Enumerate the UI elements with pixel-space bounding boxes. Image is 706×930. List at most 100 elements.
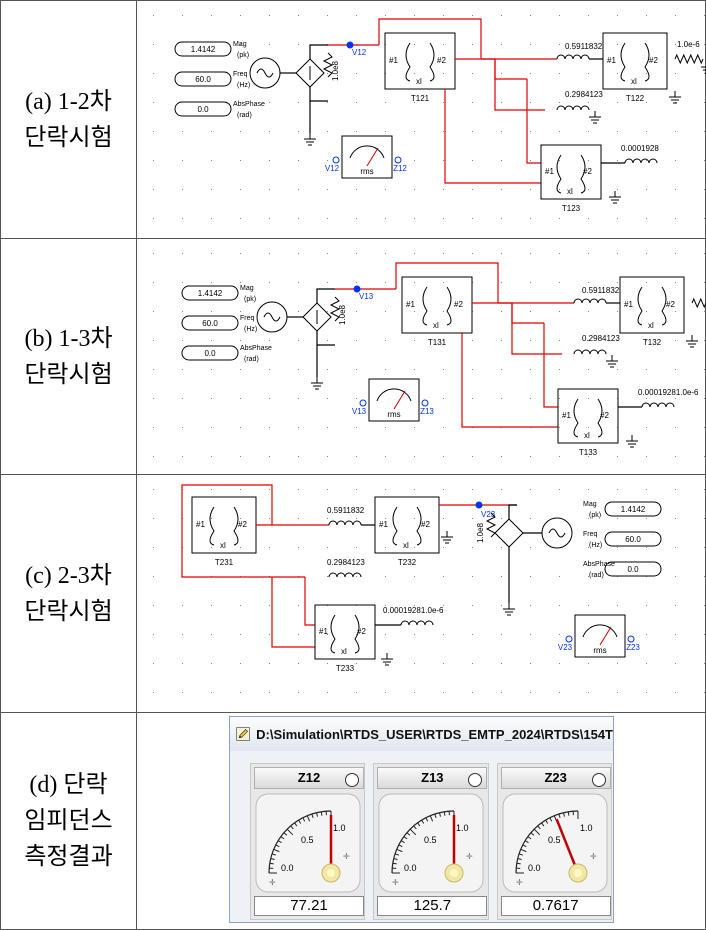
winding-2-label: #2	[583, 167, 592, 176]
reactance-label-2: 0.2984123	[327, 558, 365, 567]
leakage-label: xl	[341, 647, 347, 656]
meter-arc	[349, 145, 385, 159]
wire	[271, 577, 315, 648]
runtime-meter-panel: D:\Simulation\RTDS_USER\RTDS_EMTP_2024\R…	[229, 716, 614, 923]
winding-2-icon	[233, 506, 239, 546]
wire	[543, 323, 558, 408]
param-unit: (rad)	[237, 112, 252, 119]
scale-label-0: 0.0	[404, 863, 417, 873]
shunt-resistor-icon	[485, 512, 497, 538]
winding-1-label: #1	[406, 300, 415, 309]
winding-2-icon	[580, 154, 586, 194]
row-label-c: (c) 2-3차 단락시험	[0, 474, 137, 713]
param-capsule	[181, 285, 239, 301]
reactance-label-2: 0.2984123	[565, 90, 603, 99]
reactance-label-1: 0.5911832	[582, 286, 620, 295]
meter-option-button[interactable]	[345, 773, 359, 787]
resistor-icon	[691, 297, 706, 309]
panel-titlebar: D:\Simulation\RTDS_USER\RTDS_EMTP_2024\R…	[230, 717, 613, 751]
param-name: AbsPhase	[240, 345, 272, 352]
scale-label-1: 1.0	[456, 823, 469, 833]
param-capsule	[174, 101, 232, 117]
param-capsule	[604, 501, 662, 517]
param-capsule	[181, 315, 239, 331]
row-label-a-line1: (a) 1-2차	[25, 88, 112, 115]
meter-left-label: V13	[352, 407, 367, 416]
needle-hub-center	[450, 869, 459, 877]
wire	[526, 79, 541, 164]
plus-icon: ✛	[269, 878, 276, 887]
row-label-b-line2: 단락시험	[24, 361, 113, 388]
transformer-label: T232	[398, 558, 417, 567]
row-label-c-line2: 단락시험	[24, 598, 113, 625]
meter-terminal	[332, 156, 340, 164]
resistor-icon	[674, 53, 704, 65]
transformer-label: T233	[336, 664, 355, 673]
meter-option-button[interactable]	[468, 773, 483, 787]
plus-icon: ✛	[516, 878, 523, 887]
leakage-label: xl	[648, 321, 654, 330]
transformer-box	[557, 388, 619, 444]
row-label-d-line2: 임피던스	[24, 808, 113, 834]
param-unit: (pk)	[244, 296, 256, 303]
meter-option-button[interactable]	[591, 773, 606, 787]
meter-right-label: Z23	[626, 643, 640, 652]
param-value: 1.4142	[191, 45, 216, 54]
meter-needle	[555, 818, 579, 874]
transformer-label: T123	[562, 204, 581, 213]
wire	[181, 484, 273, 525]
winding-2-label: #2	[600, 411, 609, 420]
meter-terminal	[421, 399, 429, 407]
meter-needle	[366, 147, 379, 167]
grid-dots	[153, 253, 705, 457]
pencil-icon[interactable]	[236, 723, 250, 745]
row-label-c-line1: (c) 2-3차	[25, 562, 112, 589]
param-unit: (Hz)	[244, 326, 257, 333]
transformer-box	[314, 604, 376, 660]
param-unit: (Hz)	[237, 82, 250, 89]
scale-label-05: 0.5	[548, 835, 561, 845]
row-label-d-line3: 측정결과	[24, 844, 113, 870]
wire	[444, 89, 541, 184]
param-name: Mag	[240, 285, 254, 292]
winding-1-label: #1	[624, 300, 633, 309]
winding-2-icon	[416, 506, 422, 546]
meter-title: Z23	[500, 767, 611, 789]
winding-1-label: #1	[319, 627, 328, 636]
param-name: Freq	[233, 71, 248, 78]
param-capsule	[181, 345, 239, 361]
controlled-source-icon	[494, 518, 524, 548]
meter-title: Z13	[377, 767, 488, 789]
param-name: Freq	[240, 315, 255, 322]
circuit-diagram-c: #1#2xlT2310.5911832#1#2xlT2320.2984123#1…	[153, 484, 705, 693]
leakage-label: xl	[403, 541, 409, 550]
transformer-box	[540, 144, 602, 200]
node-dot	[346, 41, 354, 49]
row-label-b-line1: (b) 1-3차	[24, 325, 113, 352]
wire	[455, 58, 545, 111]
wire	[494, 59, 527, 80]
plus-icon: ✛	[343, 852, 350, 861]
inductor-icon	[556, 105, 590, 111]
winding-2-label: #2	[238, 520, 247, 529]
scale-label-1: 1.0	[333, 823, 346, 833]
winding-1-label: #1	[562, 411, 571, 420]
param-value: 0.0	[197, 105, 209, 114]
param-value: 60.0	[625, 535, 641, 544]
wire	[309, 44, 328, 59]
plus-icon: ✛	[590, 852, 597, 861]
sine-icon	[256, 68, 274, 78]
transformer-box	[384, 32, 456, 90]
circuit-diagram-b: 1.4142Mag(pk)60.0Freq(Hz)0.0AbsPhase(rad…	[153, 253, 706, 457]
param-unit: (Hz)	[589, 542, 602, 549]
node-dot	[475, 501, 483, 509]
shunt-resistor-label: 1.0e8	[476, 522, 485, 543]
meter-terminal	[359, 399, 367, 407]
transformer-label: T131	[428, 338, 447, 347]
row-label-b: (b) 1-3차 단락시험	[0, 238, 137, 475]
row-label-d: (d) 단락 임피던스 측정결과	[0, 712, 137, 930]
